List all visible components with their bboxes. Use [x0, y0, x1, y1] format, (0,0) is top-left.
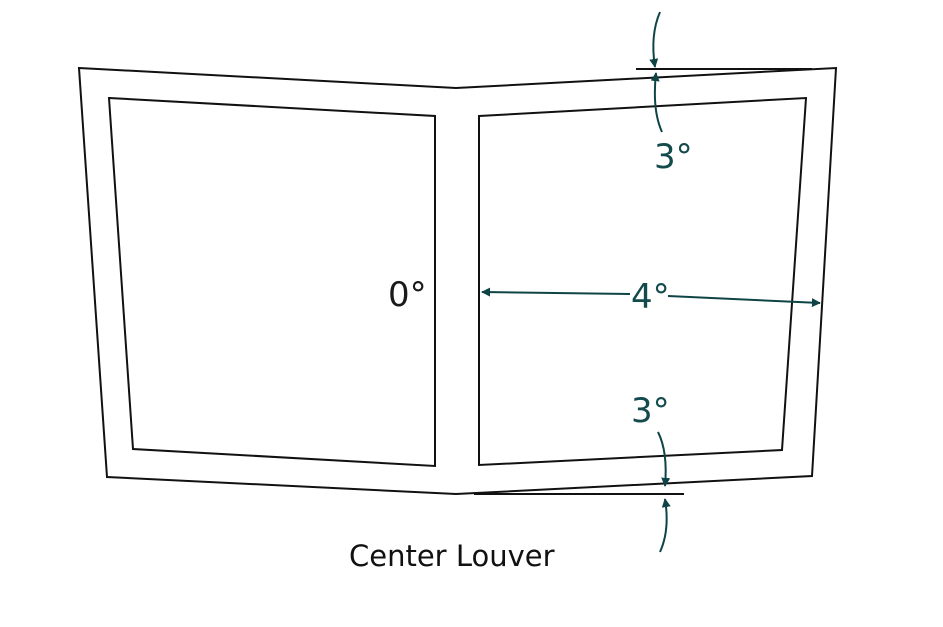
right-panel — [478, 96, 808, 467]
left-panel — [107, 96, 436, 468]
spread-angle-label: 4° — [631, 277, 670, 317]
bottom-angle-dimension — [657, 431, 671, 553]
bottom-arrow-down — [657, 431, 671, 487]
bottom-arrow-up — [659, 498, 671, 553]
spread-arrow-left — [481, 287, 631, 297]
top-arrow-down — [649, 11, 661, 68]
top-angle-dimension — [649, 11, 663, 133]
diagram-caption: Center Louver — [349, 539, 555, 573]
outer-frame — [77, 66, 838, 496]
bottom-angle-label: 3° — [631, 391, 670, 431]
spread-arrow-right — [667, 295, 821, 308]
center-angle-label: 0° — [388, 275, 427, 315]
top-angle-label: 3° — [654, 137, 693, 177]
top-arrow-up — [650, 72, 663, 133]
spread-dimension — [481, 287, 821, 308]
